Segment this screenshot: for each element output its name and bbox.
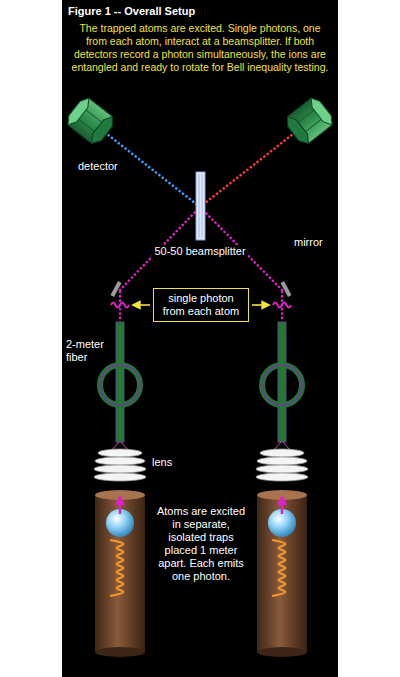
fiber-tube [278,322,286,442]
beamsplitter-plate [196,172,205,240]
detector-symbol [64,95,117,147]
fiber-coil [262,365,302,405]
mirror-symbol [110,281,121,297]
beamsplitter-plate [196,172,205,240]
callout-text: single photon from each atom [158,292,244,318]
fiber-tube [116,322,124,442]
fiber-coil [100,365,140,405]
beamsplitter-label: 50-50 beamsplitter [152,245,247,258]
mirror-symbol [280,281,291,297]
detector-face [283,114,313,148]
detector-back [64,95,93,128]
figure-caption: The trapped atoms are excited. Single ph… [68,22,332,74]
detector-face [88,114,118,148]
red-beam [200,134,293,207]
light-cone [112,442,290,450]
trap-base [257,647,307,657]
callout-box: single photon from each atom [153,288,249,322]
beamsplitter-edge [199,174,200,238]
lens-element [256,473,308,481]
spring-coil [110,540,123,596]
fiber-coil [262,365,302,405]
beamsplitter-edge [202,174,203,238]
optical-fiber [100,322,302,442]
spin-arrow [281,497,284,514]
spring-coil [272,540,285,596]
lens-element [95,457,145,465]
figure-title: Figure 1 -- Overall Setup [68,5,195,17]
trap-cylinder [95,495,145,652]
trap-base [95,647,145,657]
ion-trap [95,490,307,657]
lens-element [94,473,146,481]
spin-arrow [119,497,122,514]
photon-symbol [111,303,129,308]
lens-element [260,449,304,457]
mirror-label: mirror [294,236,323,249]
trap-cylinder [257,495,307,652]
lens-element [257,457,307,465]
trap-note: Atoms are excited in separate, isolated … [155,505,247,583]
pointer-arrow [133,304,150,306]
lens-element [256,465,308,473]
fiber-label: 2-meter fiber [66,338,110,364]
lens-stack [94,449,308,481]
lens-label: lens [152,456,172,469]
blue-beam [107,134,200,207]
photon-symbol [273,303,291,308]
fiber-coil [100,365,140,405]
detector-symbol [283,95,336,147]
lens-element [98,449,142,457]
detector-back [307,95,336,128]
pointer-arrow [252,304,269,306]
detector-label: detector [78,160,118,173]
photon-beams [107,134,293,322]
black-panel [62,0,338,677]
lens-element [94,465,146,473]
